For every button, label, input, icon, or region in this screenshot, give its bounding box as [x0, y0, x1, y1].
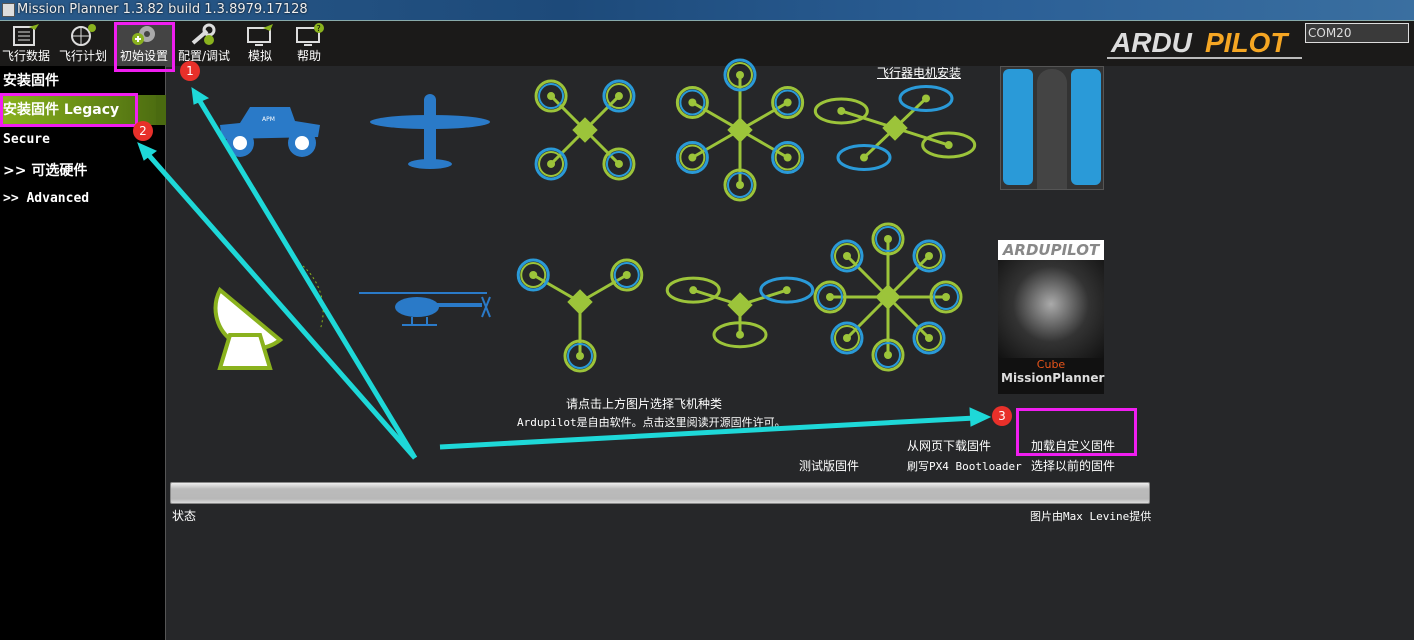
toolbar-flight-data[interactable]: 飞行数据: [0, 23, 52, 67]
beta-firmware-link[interactable]: 测试版固件: [799, 459, 860, 473]
simulation-icon: [247, 24, 273, 46]
annotation-badge-3: 3: [992, 406, 1012, 426]
progress-bar: [170, 482, 1150, 504]
quad-x-vehicle[interactable]: [534, 79, 636, 181]
ardupilot-logo: ARDU PILOT: [1107, 27, 1302, 59]
boat-vehicle[interactable]: [1000, 66, 1104, 190]
toolbar-simulation[interactable]: 模拟: [234, 23, 286, 67]
app-icon: [2, 3, 15, 17]
flight-data-icon: [13, 24, 39, 46]
svg-text:?: ?: [317, 24, 321, 33]
sidebar-item-secure[interactable]: Secure: [3, 132, 50, 147]
toolbar-flight-plan[interactable]: 飞行计划: [57, 23, 109, 67]
svg-text:ARDU: ARDU: [1110, 27, 1193, 58]
toolbar-label: 飞行计划: [58, 49, 107, 63]
toolbar-label: 飞行数据: [1, 49, 50, 63]
selection-pointer: [156, 95, 166, 125]
license-link[interactable]: Ardupilot是自由软件。点击这里阅读开源固件许可。: [517, 416, 786, 429]
toolbar-label: 模拟: [247, 49, 272, 63]
config-tuning-icon: [191, 23, 216, 45]
hexa-vehicle[interactable]: [675, 58, 805, 202]
sidebar: 安装固件 安装固件 Legacy Secure >> 可选硬件 >> Advan…: [0, 66, 166, 640]
sidebar-item-optional-hardware[interactable]: >> 可选硬件: [3, 163, 88, 179]
toolbar-label: 配置/调试: [177, 49, 231, 63]
toolbar-config-tuning[interactable]: 配置/调试: [176, 23, 232, 67]
window-title: Mission Planner 1.3.82 build 1.3.8979.17…: [17, 2, 308, 17]
annotation-badge-2: 2: [133, 121, 153, 141]
title-bar: Mission Planner 1.3.82 build 1.3.8979.17…: [0, 0, 1414, 20]
com-port-select[interactable]: COM20: [1305, 23, 1409, 43]
annotation-badge-1: 1: [180, 61, 200, 81]
toolbar: 飞行数据 飞行计划 初始设置 配置/调试 模拟 ? 帮助 ARDU PILOT …: [0, 20, 1414, 67]
octa-quad-vehicle[interactable]: [813, 84, 977, 172]
download-from-web-link[interactable]: 从网页下载固件: [907, 439, 992, 453]
sidebar-item-advanced[interactable]: >> Advanced: [3, 191, 90, 206]
cube-ardupilot-logo: ARDUPILOT: [998, 240, 1104, 260]
highlight-load-custom: [1016, 408, 1137, 456]
y6-vehicle[interactable]: [665, 276, 815, 349]
help-icon: ?: [296, 23, 324, 46]
toolbar-initial-setup[interactable]: 初始设置: [114, 23, 174, 67]
instruction-text: 请点击上方图片选择飞机种类: [566, 397, 723, 411]
mission-planner-footer: MissionPlanner: [1001, 371, 1105, 385]
motor-setup-link[interactable]: 飞行器电机安装: [877, 66, 962, 80]
octo-vehicle[interactable]: [813, 222, 963, 372]
previous-firmware-link[interactable]: 选择以前的固件: [1031, 459, 1116, 473]
load-custom-firmware-link[interactable]: 加载自定义固件: [1031, 439, 1116, 453]
sidebar-header[interactable]: 安装固件: [3, 73, 59, 89]
svg-text:PILOT: PILOT: [1205, 27, 1290, 58]
status-label: 状态: [172, 509, 197, 523]
cube-caption: Cube: [1036, 358, 1066, 371]
highlight-install-legacy: [0, 93, 138, 127]
toolbar-help[interactable]: ? 帮助: [283, 23, 335, 67]
image-credit: 图片由Max Levine提供: [1030, 510, 1152, 523]
toolbar-label: 帮助: [296, 49, 321, 63]
initial-setup-icon: [132, 26, 155, 45]
toolbar-label: 初始设置: [119, 49, 168, 63]
sidebar-item-install-firmware-legacy[interactable]: 安装固件 Legacy: [0, 95, 166, 125]
flash-bootloader-link[interactable]: 刷写PX4 Bootloader: [907, 460, 1022, 473]
tricopter-vehicle[interactable]: [516, 258, 644, 373]
highlight-initial-setup: [114, 22, 175, 72]
flight-plan-icon: [71, 24, 96, 46]
cube-image[interactable]: ARDUPILOT Cube MissionPlanner: [998, 240, 1104, 394]
